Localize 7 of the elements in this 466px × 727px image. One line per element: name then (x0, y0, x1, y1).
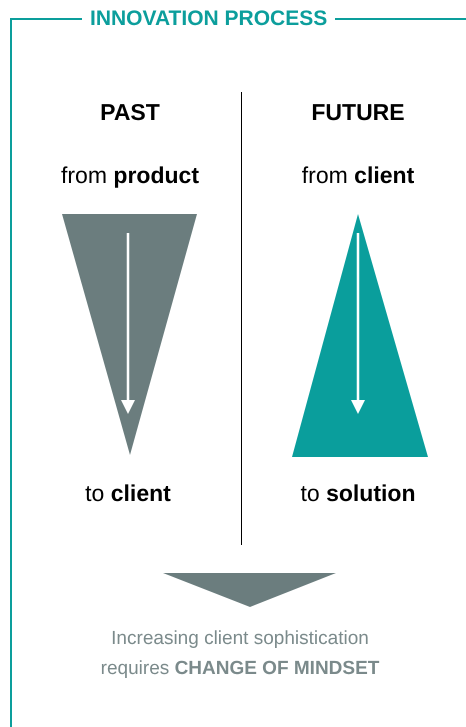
conclusion-text: Increasing client sophistication requires CHANGE OF MINDSET (100, 627, 380, 681)
column-text: to client (85, 479, 171, 507)
column-text: from client (302, 161, 414, 189)
column-heading: FUTURE (311, 98, 405, 126)
column-heading: PAST (100, 98, 160, 126)
column-text: from product (61, 161, 199, 189)
column-text: to solution (300, 479, 416, 507)
